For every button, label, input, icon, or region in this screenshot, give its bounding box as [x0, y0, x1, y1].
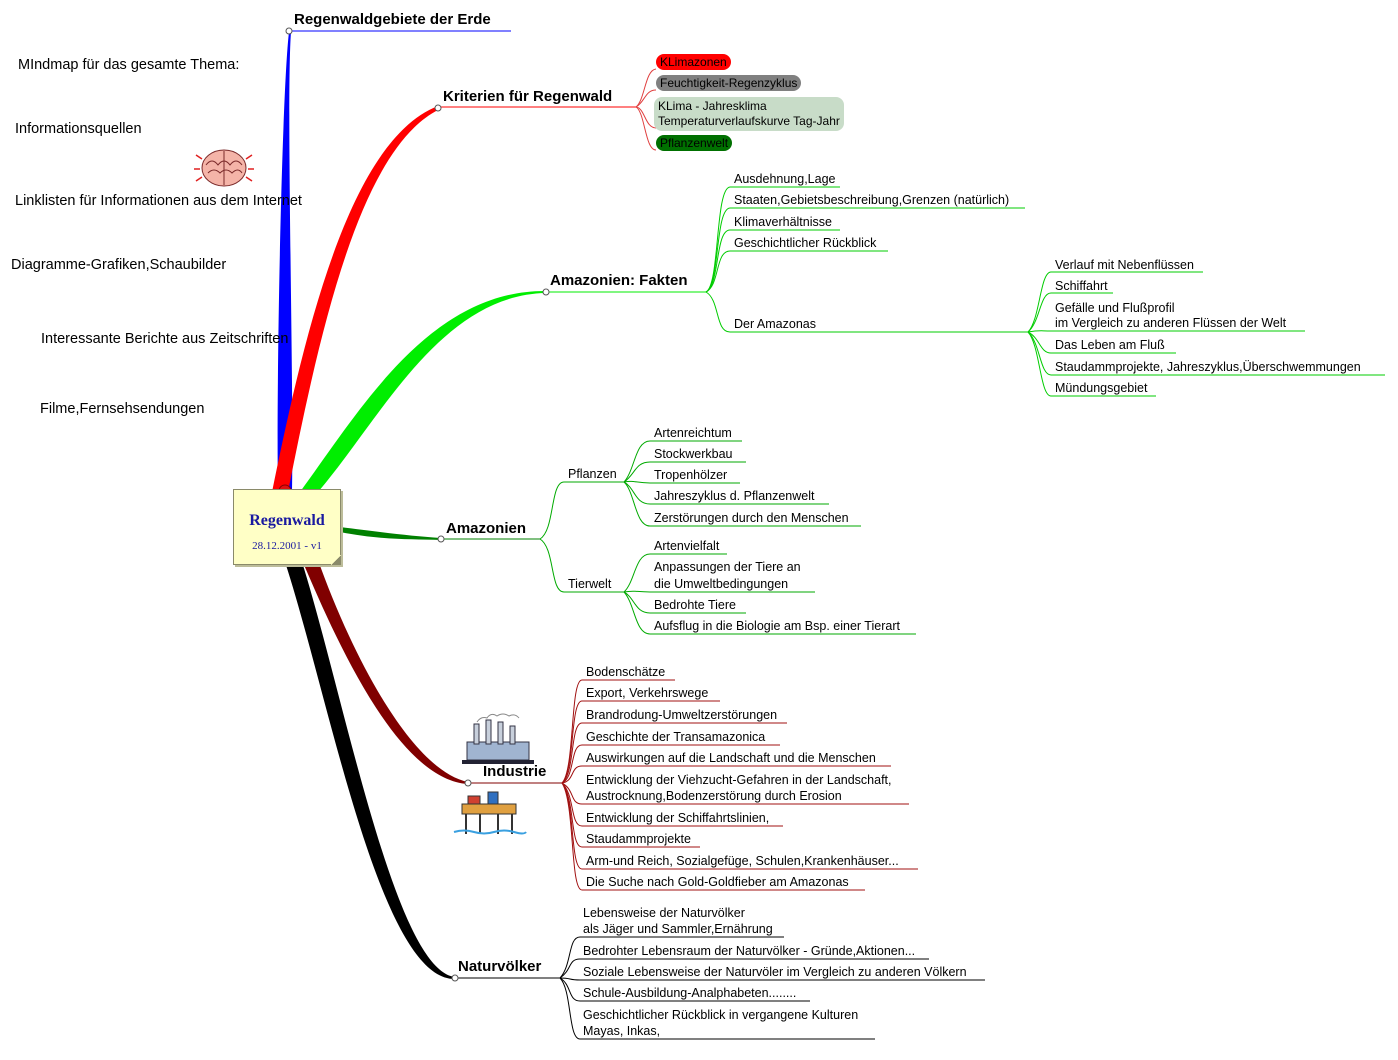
- subtopic[interactable]: Brandrodung-Umweltzerstörungen: [586, 708, 778, 722]
- branch-naturvoelker-shape: [285, 562, 455, 980]
- subtopic[interactable]: Arm-und Reich, Sozialgefüge, Schulen,Kra…: [586, 854, 899, 868]
- subtopic[interactable]: Zerstörungen durch den Menschen: [654, 511, 849, 525]
- subtopic[interactable]: Geschichtlicher Rückblick: [734, 236, 877, 250]
- pill-klima-line2: Temperaturverlaufskurve Tag-Jahr: [658, 114, 840, 128]
- branch-kriterien-shape: [272, 106, 438, 492]
- subtopic[interactable]: Aufsflug in die Biologie am Bsp. einer T…: [654, 619, 900, 633]
- central-date: 28.12.2001 - v1: [252, 540, 322, 552]
- subtopic[interactable]: Verlauf mit Nebenflüssen: [1055, 258, 1194, 272]
- subtopic[interactable]: Bodenschätze: [586, 665, 666, 679]
- topic-fakten[interactable]: Amazonien: Fakten: [550, 272, 688, 289]
- note-linklisten[interactable]: Linklisten für Informationen aus dem Int…: [15, 193, 302, 209]
- branch-gebiete-shape: [277, 32, 293, 492]
- subtopic[interactable]: als Jäger und Sammler,Ernährung: [583, 922, 773, 936]
- subtopic-amazonas[interactable]: Der Amazonas: [734, 317, 816, 331]
- subtopic-pflanzen[interactable]: Pflanzen: [568, 467, 617, 481]
- subtopic[interactable]: Bedrohter Lebensraum der Naturvölker - G…: [583, 944, 916, 958]
- topic-amazonien[interactable]: Amazonien: [446, 520, 527, 537]
- subtopic[interactable]: Bedrohte Tiere: [654, 598, 736, 612]
- subtopic[interactable]: Artenvielfalt: [654, 539, 720, 553]
- subtopic[interactable]: Jahreszyklus d. Pflanzenwelt: [654, 489, 815, 503]
- pill-klima-line1: KLima - Jahresklima: [658, 99, 767, 113]
- note-diagramme[interactable]: Diagramme-Grafiken,Schaubilder: [11, 257, 227, 273]
- subtopic[interactable]: Mayas, Inkas,: [583, 1024, 661, 1038]
- oil-platform-icon: [453, 791, 527, 835]
- topic-naturvoelker[interactable]: Naturvölker: [458, 958, 542, 975]
- subtopic[interactable]: Geschichte der Transamazonica: [586, 730, 766, 744]
- subtopic[interactable]: Klimaverhältnisse: [734, 215, 832, 229]
- subtopic[interactable]: Geschichtlicher Rückblick in vergangene …: [583, 1008, 859, 1022]
- note-mindmap[interactable]: MIndmap für das gesamte Thema:: [18, 57, 240, 73]
- central-topic[interactable]: Regenwald 28.12.2001 - v1: [233, 489, 341, 565]
- subtopic[interactable]: Lebensweise der Naturvölker: [583, 906, 745, 920]
- factory-icon: [462, 713, 534, 764]
- branch-fakten-shape: [300, 290, 546, 492]
- subtopic[interactable]: Mündungsgebiet: [1055, 381, 1148, 395]
- note-informationsquellen[interactable]: Informationsquellen: [15, 121, 142, 137]
- subtopic[interactable]: Staudammprojekte, Jahreszyklus,Überschwe…: [1055, 360, 1361, 374]
- subtopic[interactable]: Gefälle und Flußprofil: [1055, 301, 1175, 315]
- subtopic[interactable]: Soziale Lebensweise der Naturvöler im Ve…: [583, 965, 967, 979]
- topic-kriterien[interactable]: Kriterien für Regenwald: [443, 88, 613, 105]
- topic-gebiete[interactable]: Regenwaldgebiete der Erde: [294, 11, 491, 28]
- central-title: Regenwald: [249, 512, 325, 529]
- subtopic[interactable]: Schiffahrt: [1055, 279, 1108, 293]
- pill-klima[interactable]: KLima - Jahresklima Temperaturverlaufsku…: [654, 97, 844, 131]
- subtopic[interactable]: Das Leben am Fluß: [1055, 338, 1165, 352]
- subtopic[interactable]: Entwicklung der Schiffahrtslinien,: [586, 811, 770, 825]
- subtopic[interactable]: Auswirkungen auf die Landschaft und die …: [586, 751, 876, 765]
- subtopic[interactable]: Staudammprojekte: [586, 832, 691, 846]
- subtopic[interactable]: Schule-Ausbildung-Analphabeten........: [583, 986, 797, 1000]
- note-berichte[interactable]: Interessante Berichte aus Zeitschriften: [41, 331, 289, 347]
- subtopic[interactable]: Anpassungen der Tiere an: [654, 560, 801, 574]
- subtopic[interactable]: Staaten,Gebietsbeschreibung,Grenzen (nat…: [734, 193, 1010, 207]
- subtopic[interactable]: Export, Verkehrswege: [586, 686, 709, 700]
- subtopic[interactable]: Entwicklung der Viehzucht-Gefahren in de…: [586, 773, 892, 787]
- pill-pflanzenwelt[interactable]: Pflanzenwelt: [656, 135, 733, 151]
- note-filme[interactable]: Filme,Fernsehsendungen: [40, 401, 205, 417]
- branch-industrie-shape: [302, 560, 468, 784]
- pill-klimazonen[interactable]: KLimazonen: [656, 54, 731, 70]
- note-fold: [331, 555, 341, 565]
- subtopic[interactable]: Stockwerkbau: [654, 447, 733, 461]
- branch-amazonien-shape: [340, 527, 441, 540]
- brain-icon: [194, 149, 254, 187]
- topic-industrie[interactable]: Industrie: [483, 763, 547, 780]
- pill-feuchtigkeit[interactable]: Feuchtigkeit-Regenzyklus: [656, 75, 802, 91]
- subtopic-tierwelt[interactable]: Tierwelt: [568, 577, 612, 591]
- subtopic[interactable]: im Vergleich zu anderen Flüssen der Welt: [1055, 316, 1287, 330]
- subtopic[interactable]: Die Suche nach Gold-Goldfieber am Amazon…: [586, 875, 849, 889]
- subtopic[interactable]: Ausdehnung,Lage: [734, 172, 836, 186]
- subtopic[interactable]: Tropenhölzer: [654, 468, 728, 482]
- subtopic[interactable]: Artenreichtum: [654, 426, 732, 440]
- subtopic[interactable]: die Umweltbedingungen: [654, 577, 789, 591]
- subtopic[interactable]: Austrocknung,Bodenzerstörung durch Erosi…: [586, 789, 842, 803]
